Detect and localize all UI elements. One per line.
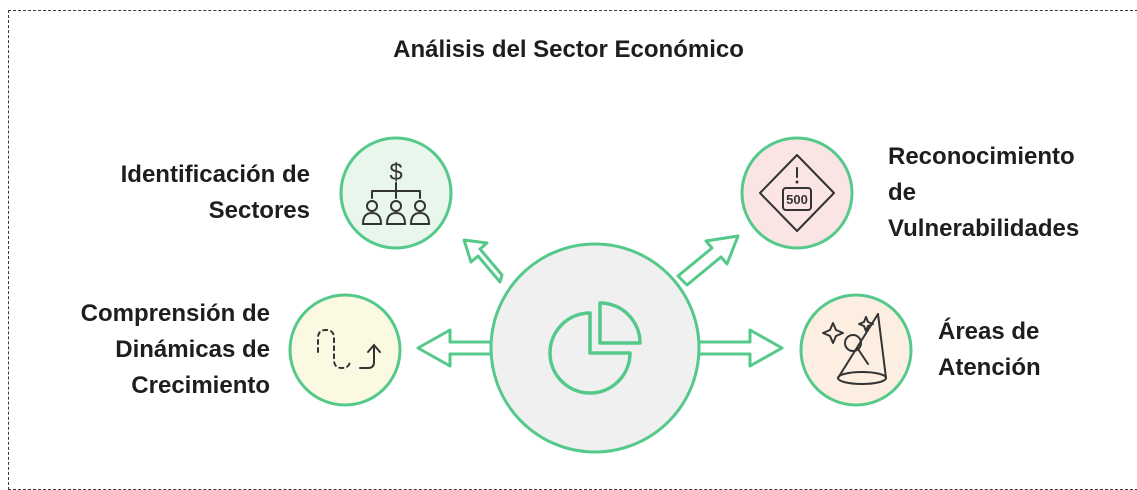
label-identificacion-line-2: Sectores [208,197,310,224]
label-comprension-line-2: Dinámicas de [115,336,270,363]
label-comprension: Comprensión de Dinámicas de Crecimiento [20,296,270,404]
spotlight-microphone-icon [822,313,887,385]
label-areas: Áreas de Atención [938,314,1118,386]
svg-text:$: $ [389,159,402,186]
label-comprension-line-3: Crecimiento [131,372,270,399]
label-reconocimiento-line-2: de [888,179,917,206]
label-identificacion-line-1: Identificación de [120,161,310,188]
label-reconocimiento: Reconocimiento de Vulnerabilidades [888,139,1128,247]
label-areas-line-2: Atención [938,354,1041,381]
arrow-to-identificacion [462,238,504,284]
label-comprension-line-1: Comprensión de [80,300,270,327]
org-chart-dollar-icon: $ [361,159,431,225]
label-identificacion: Identificación de Sectores [40,157,310,229]
growth-path-icon [317,328,381,370]
pie-chart-icon [548,301,642,395]
label-reconocimiento-line-1: Reconocimiento [888,143,1075,170]
center-circle [489,242,701,454]
arrow-to-reconocimiento [676,234,740,287]
diagram-title: Análisis del Sector Económico [393,36,744,63]
diagram-graphic: $ 500 [288,136,913,454]
label-reconocimiento-line-3: Vulnerabilidades [888,215,1080,242]
sign-500-text: 500 [786,192,808,207]
warning-500-sign-icon: 500 [759,154,835,232]
label-areas-line-1: Áreas de [938,318,1040,345]
comprension-circle [288,293,402,407]
